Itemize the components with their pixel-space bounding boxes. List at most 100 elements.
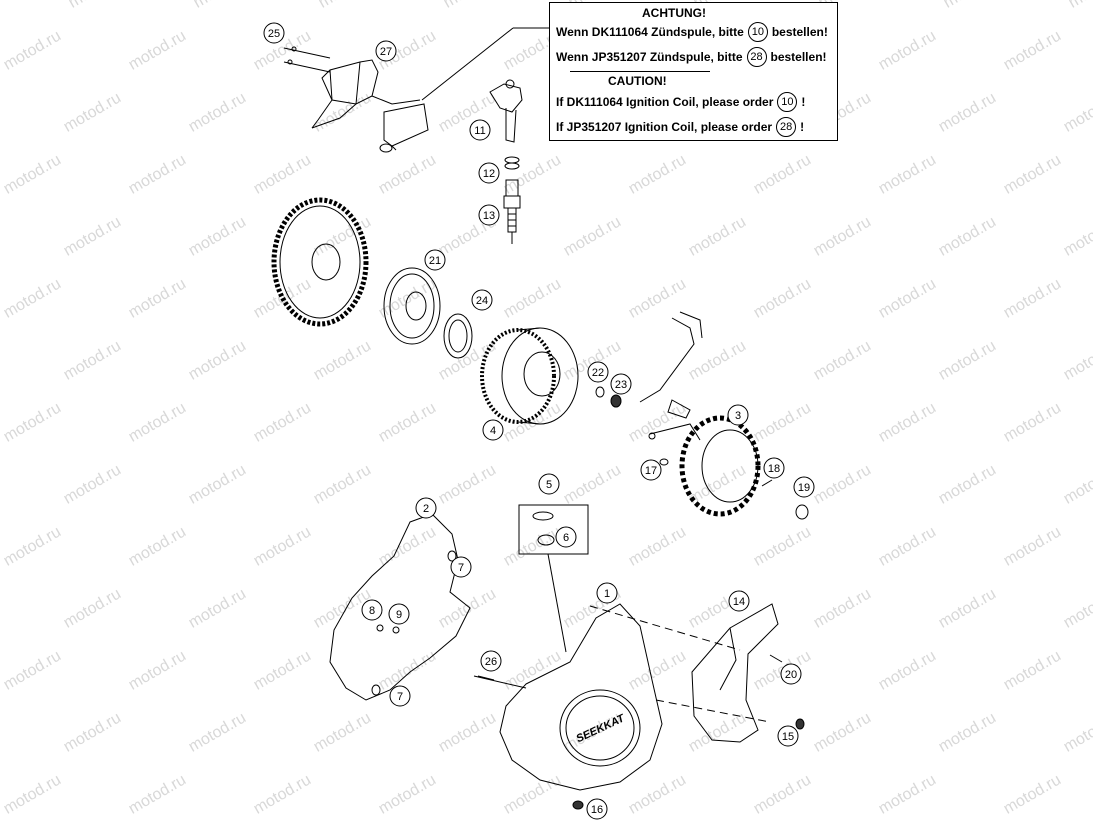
callout-number: 24 (476, 295, 488, 307)
part-21-freewheel (383, 267, 441, 345)
callout-16: 16 (586, 798, 608, 820)
callout-7: 7 (450, 556, 472, 578)
note-de-line-1: Wenn DK111064 Zündspule, bitte 10 bestel… (556, 22, 828, 42)
part-7-dowel (447, 550, 457, 562)
callout-13: 13 (478, 204, 500, 226)
part-16-screw (572, 800, 584, 810)
callout-14: 14 (728, 590, 750, 612)
callout-17: 17 (640, 459, 662, 481)
part-15-nut (795, 718, 805, 730)
callout-number: 12 (483, 168, 495, 180)
part-14-sprocket-cover (691, 603, 779, 743)
callout-22: 22 (587, 361, 609, 383)
note-en-line-2-callout: 28 (776, 117, 797, 137)
callout-number: 21 (429, 255, 441, 267)
callout-1: 1 (596, 582, 618, 604)
note-en-line-2-pre: If JP351207 Ignition Coil, please order (556, 120, 773, 134)
callout-24: 24 (471, 289, 493, 311)
callout-number: 9 (396, 609, 402, 621)
callout-23: 23 (610, 373, 632, 395)
part-17-screw (659, 458, 669, 466)
part-1-generator-cover (473, 603, 771, 791)
callout-number: 22 (592, 367, 604, 379)
callout-2: 2 (415, 497, 437, 519)
callout-19: 19 (793, 476, 815, 498)
part-4-rotor (480, 327, 579, 425)
part-20-screw (769, 654, 783, 663)
callout-25: 25 (263, 22, 285, 44)
callout-number: 20 (785, 669, 797, 681)
callout-8: 8 (361, 599, 383, 621)
callout-7: 7 (389, 685, 411, 707)
note-de-line-2-post: bestellen! (770, 50, 827, 64)
parts-5-6-group-box (518, 504, 589, 555)
note-de-line-1-post: bestellen! (771, 25, 828, 39)
part-23-rotor-nut (610, 394, 622, 408)
callout-6: 6 (555, 526, 577, 548)
callout-number: 7 (458, 562, 464, 574)
note-de-title: ACHTUNG! (642, 6, 706, 20)
callout-number: 7 (397, 691, 403, 703)
stator-cable (639, 311, 703, 419)
caution-note-box: ACHTUNG! Wenn DK111064 Zündspule, bitte … (549, 2, 838, 141)
callout-number: 8 (369, 605, 375, 617)
part-24-washer (443, 313, 473, 359)
note-de-line-2: Wenn JP351207 Zündspule, bitte 28 bestel… (556, 47, 827, 67)
note-en-line-1: If DK111064 Ignition Coil, please order … (556, 92, 805, 112)
cover-logo-text: SEEKKAT (574, 712, 627, 745)
part-26-screw (477, 675, 495, 681)
part-7-dowel-lower (371, 684, 381, 696)
part-22-rotor-washer (595, 386, 605, 398)
part-19-screw (795, 504, 809, 520)
callout-number: 15 (782, 731, 794, 743)
callout-11: 11 (469, 119, 491, 141)
part-5-oil-seal (532, 511, 554, 521)
part-13-spark-plug (503, 179, 521, 244)
callout-number: 13 (483, 210, 495, 222)
callout-number: 18 (768, 463, 780, 475)
callout-number: 23 (615, 379, 627, 391)
callout-number: 2 (423, 503, 429, 515)
callout-number: 26 (485, 656, 497, 668)
note-en-title: CAUTION! (608, 74, 667, 88)
callout-number: 3 (735, 410, 741, 422)
callout-26: 26 (480, 650, 502, 672)
group-leader (547, 553, 567, 653)
callout-12: 12 (478, 162, 500, 184)
part-27-ignition-coil-bracket (283, 46, 429, 153)
note-leader-line-2 (421, 27, 514, 101)
part-8-9-screws (376, 624, 400, 634)
callout-number: 1 (604, 588, 610, 600)
callout-9: 9 (388, 603, 410, 625)
part-18-clamp (761, 479, 773, 487)
part-12-spark-plug-washer (504, 156, 520, 170)
note-en-line-1-post: ! (801, 95, 806, 109)
callout-21: 21 (424, 249, 446, 271)
part-6-o-ring (537, 534, 555, 546)
callout-number: 16 (591, 804, 603, 816)
callout-18: 18 (763, 457, 785, 479)
callout-number: 5 (546, 479, 552, 491)
note-en-line-1-callout: 10 (777, 92, 798, 112)
callout-number: 14 (733, 596, 745, 608)
part-11-spark-plug-cap (489, 79, 523, 143)
callout-20: 20 (780, 663, 802, 685)
callout-number: 27 (380, 46, 392, 58)
note-en-line-2: If JP351207 Ignition Coil, please order … (556, 117, 804, 137)
starter-ring-gear (271, 197, 369, 327)
callout-number: 6 (563, 532, 569, 544)
note-de-line-1-pre: Wenn DK111064 Zündspule, bitte (556, 25, 744, 39)
note-de-line-2-callout: 28 (746, 47, 767, 67)
callout-3: 3 (727, 404, 749, 426)
note-de-line-2-pre: Wenn JP351207 Zündspule, bitte (556, 50, 743, 64)
callout-5: 5 (538, 473, 560, 495)
callout-number: 17 (645, 465, 657, 477)
callout-number: 19 (798, 482, 810, 494)
note-en-line-1-pre: If DK111064 Ignition Coil, please order (556, 95, 774, 109)
callout-number: 11 (474, 125, 485, 137)
note-de-line-1-callout: 10 (747, 22, 768, 42)
callout-15: 15 (777, 725, 799, 747)
callout-27: 27 (375, 40, 397, 62)
